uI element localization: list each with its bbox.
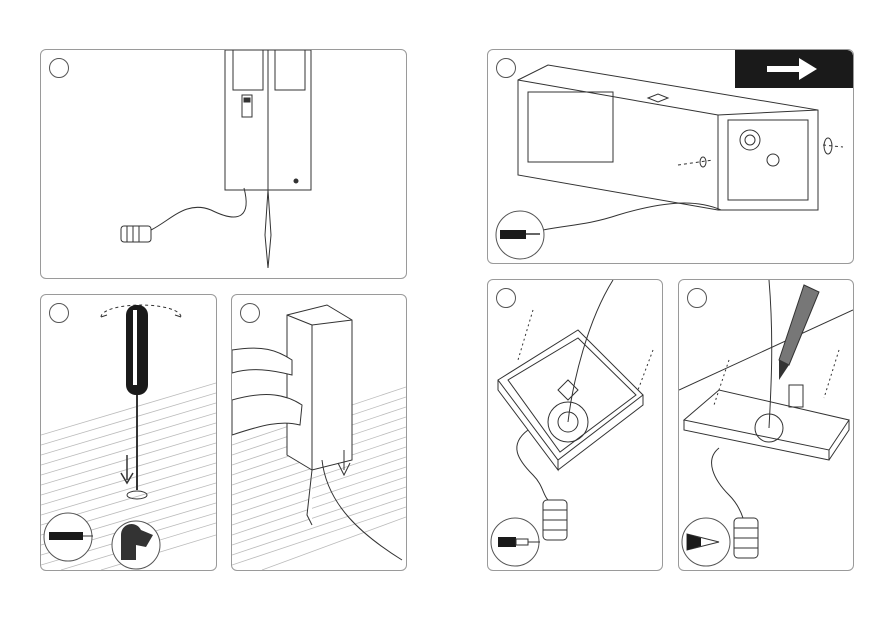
luminaire-with-cable-icon: [41, 50, 406, 278]
panel-step-1: [40, 49, 407, 279]
panel-step-6: [678, 279, 854, 571]
open-housing-icon: [488, 50, 853, 263]
panel-step-5: [487, 279, 663, 571]
panel-step-4: [487, 49, 854, 264]
panel-step-3: [231, 294, 407, 571]
push-luminaire-into-ground-icon: [232, 295, 406, 570]
screwdriver-into-ground-icon: [41, 295, 216, 570]
mark-with-pencil-icon: [679, 280, 853, 570]
panel-step-2: [40, 294, 217, 571]
cable-through-base-icon: [488, 280, 662, 570]
